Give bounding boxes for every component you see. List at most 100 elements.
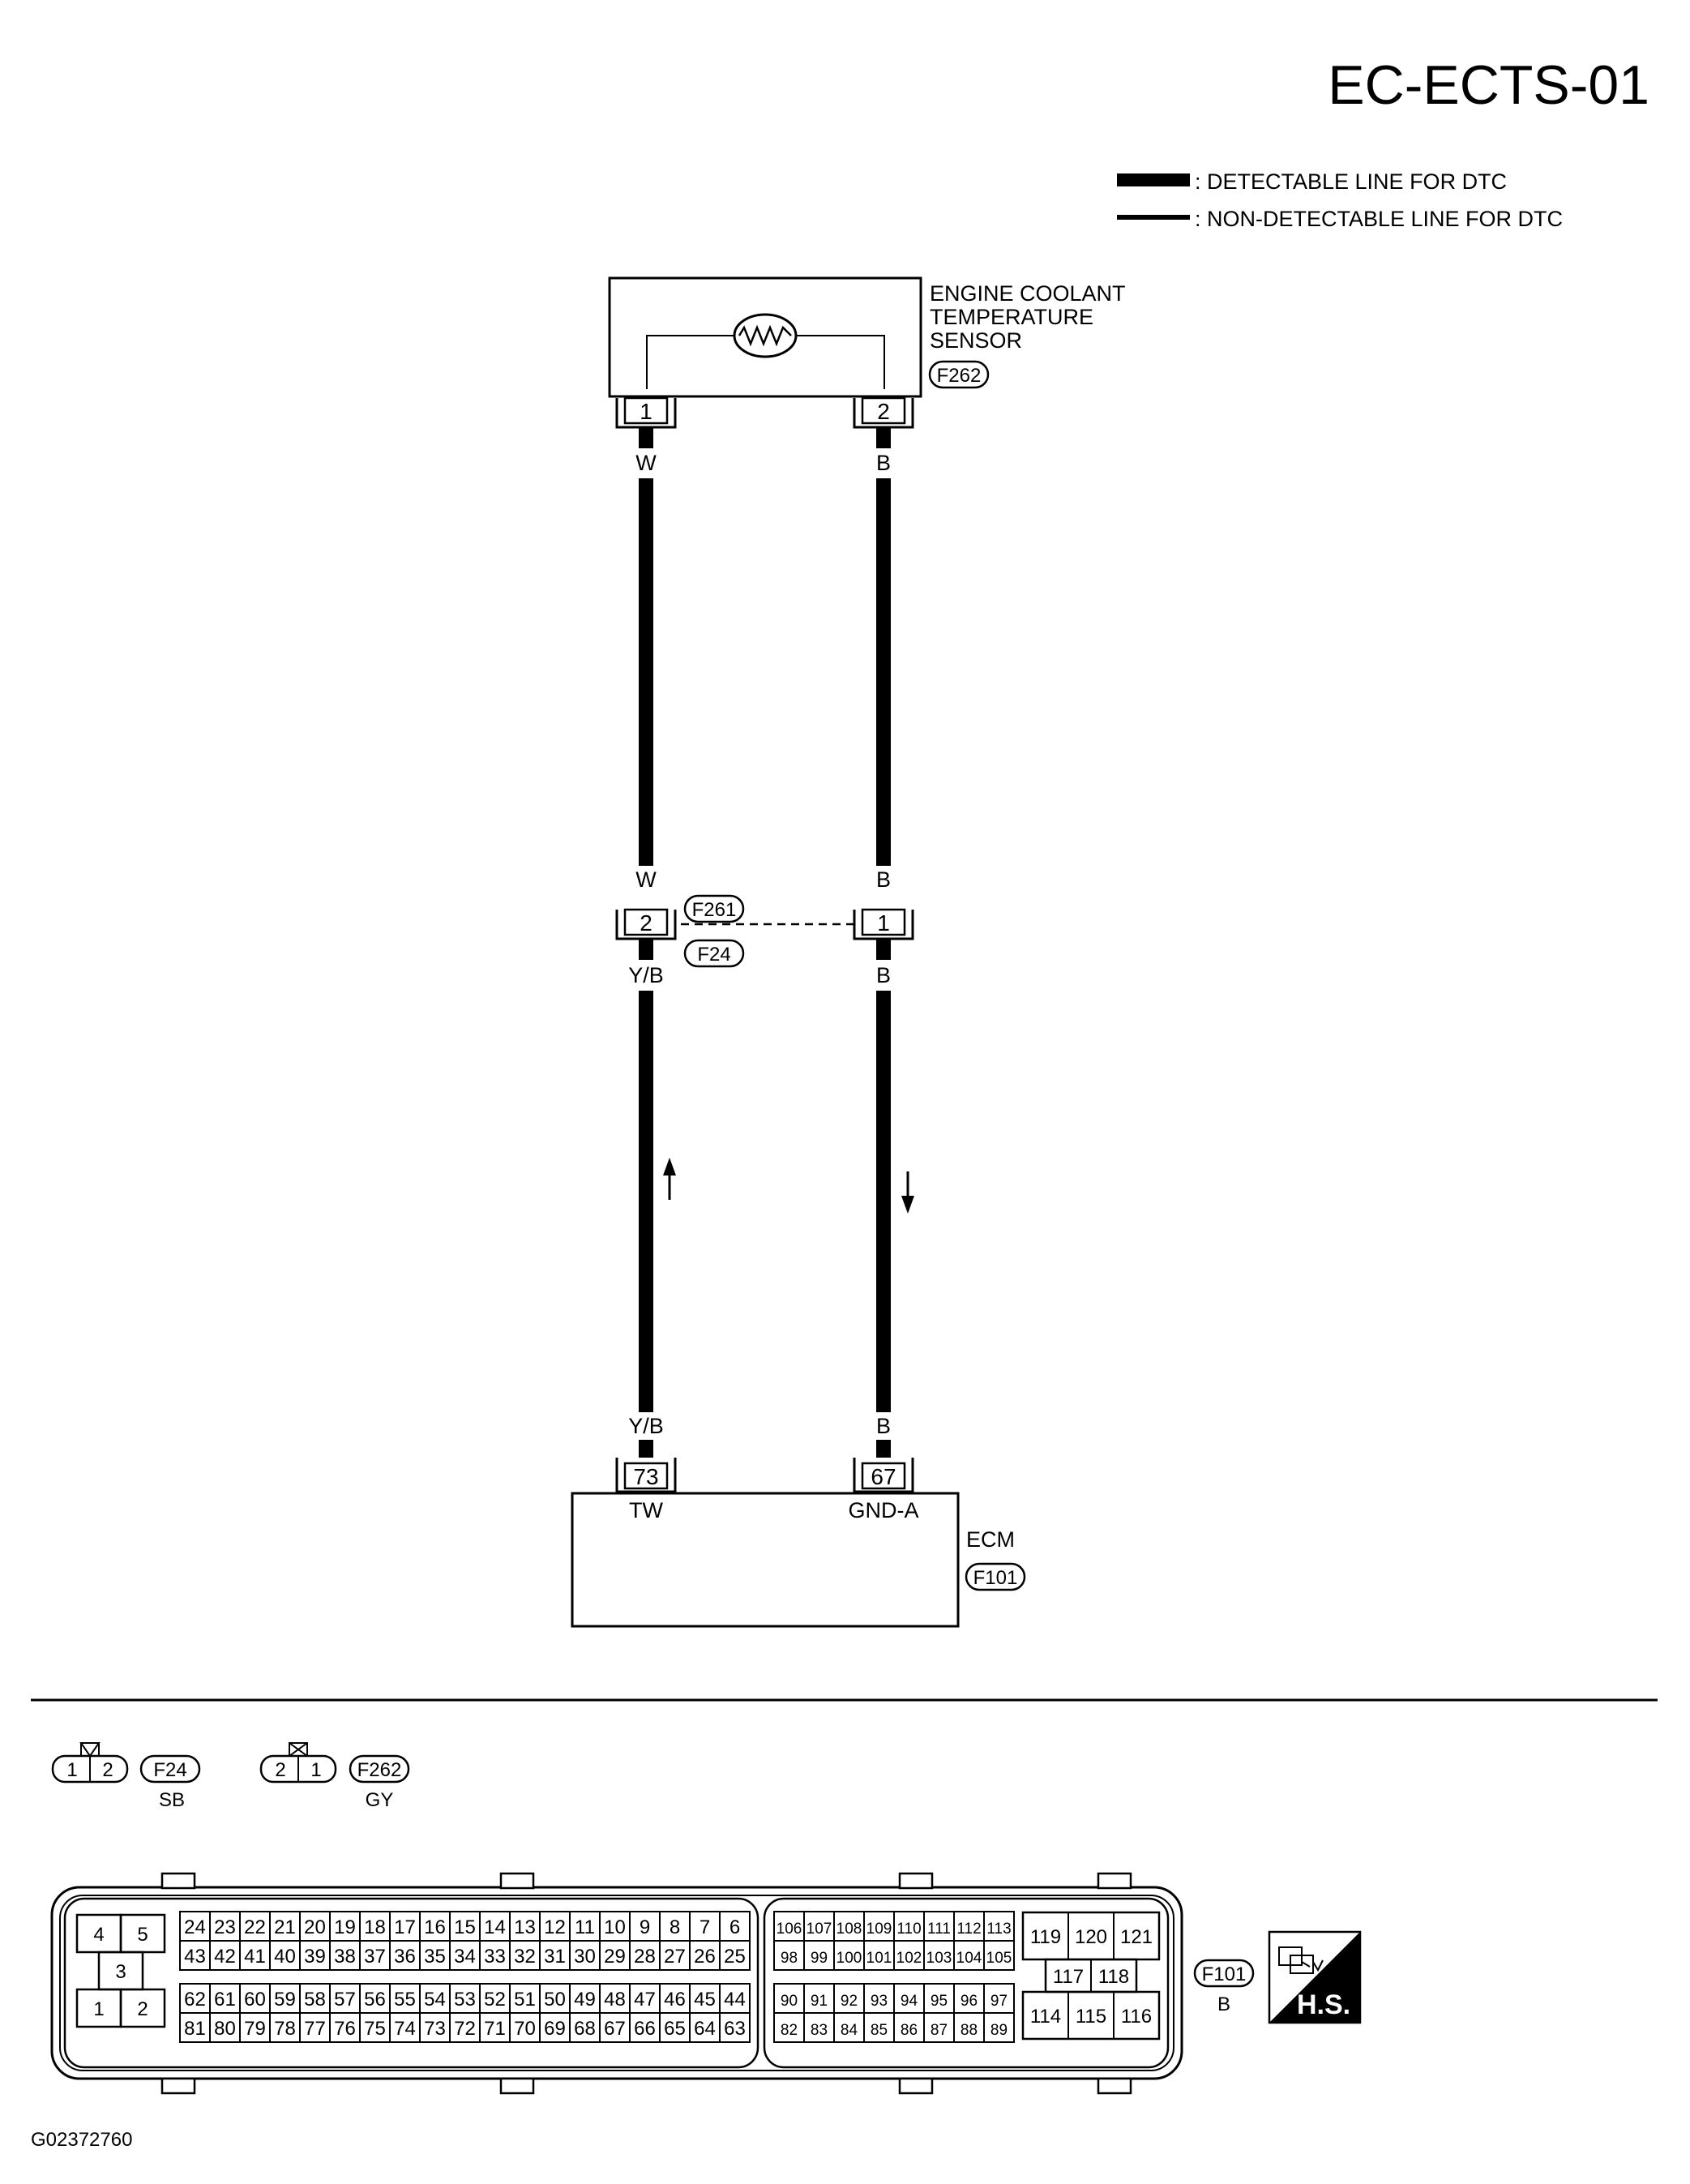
f101-pin-label: 14 <box>484 1916 506 1938</box>
legend: : DETECTABLE LINE FOR DTC : NON-DETECTAB… <box>1117 169 1563 231</box>
f101-pin-label: 47 <box>634 1989 656 2011</box>
f101-pin-label: 57 <box>334 1989 356 2011</box>
junction-connector-bottom-badge <box>683 939 745 968</box>
f101-pin-cell <box>719 2012 751 2043</box>
f101-pin-label: 48 <box>604 1989 626 2011</box>
hs-badge: H.S. <box>1268 1930 1362 2024</box>
f101-pin-label: 99 <box>811 1950 828 1967</box>
f101-pin-label: 117 <box>1053 1966 1084 1988</box>
sensor-pin-1-label: 1 <box>640 399 652 424</box>
f24-lock-icon <box>79 1742 101 1758</box>
f101-pin-label: 66 <box>634 2018 656 2040</box>
f24-color: SB <box>159 1789 185 1811</box>
f101-pin-label: 41 <box>244 1946 266 1968</box>
f101-pin-label: 68 <box>574 2018 596 2040</box>
f101-pin-label: 33 <box>484 1946 506 1968</box>
f101-pin-label: 34 <box>454 1946 476 1968</box>
f101-pin-label: 102 <box>896 1950 922 1967</box>
f101-pin-label: 1 <box>93 1998 104 2020</box>
f101-pin-label: 18 <box>364 1916 386 1938</box>
junction-upper-right-color: B <box>876 867 891 892</box>
f101-pin-label: 32 <box>514 1946 536 1968</box>
f101-pin-label: 91 <box>811 1993 828 2010</box>
f262-pin-b: 1 <box>310 1759 321 1781</box>
f101-pin-label: 94 <box>901 1993 918 2010</box>
f24-pin-b: 2 <box>102 1759 113 1781</box>
f101-pin-label: 97 <box>990 1993 1008 2010</box>
f101-color: B <box>1217 1993 1230 2015</box>
f101-pin-label: 15 <box>454 1916 476 1938</box>
f101-pin-label: 114 <box>1030 2006 1061 2028</box>
f101-pin-label: 103 <box>926 1950 952 1967</box>
f101-section-a <box>63 1897 759 2069</box>
ect-sensor: ENGINE COOLANT TEMPERATURE SENSOR F262 <box>608 276 1126 398</box>
f262-id: F262 <box>357 1759 402 1781</box>
f101-pin-label: 78 <box>274 2018 296 2040</box>
signal-down-arrow-icon <box>901 1171 914 1214</box>
f101-pin-label: 28 <box>634 1946 656 1968</box>
f101-pin-label: 105 <box>986 1950 1012 1967</box>
f262-pin-a: 2 <box>275 1759 285 1781</box>
f101-pin-cell <box>119 1988 166 2028</box>
f101-pin-label: 96 <box>961 1993 978 2010</box>
f101-pin-label: 42 <box>214 1946 236 1968</box>
f101-pin-label: 9 <box>640 1916 650 1938</box>
wire-upper-left <box>639 478 653 866</box>
f101-tab <box>898 1872 934 1890</box>
f101-pin-label: 46 <box>664 1989 686 2011</box>
sensor-name-line-2: TEMPERATURE <box>930 305 1093 329</box>
f101-pin-label: 6 <box>729 1916 740 1938</box>
wire-upper-right <box>876 478 891 866</box>
f101-section-b <box>763 1897 1170 2069</box>
f101-pin-label: 62 <box>184 1989 206 2011</box>
f101-pin-label: 20 <box>304 1916 326 1938</box>
f101-pin-label: 118 <box>1098 1966 1129 1988</box>
signal-up-arrow-icon <box>663 1158 676 1200</box>
f101-tab <box>499 2077 535 2095</box>
thermistor-zigzag <box>738 324 792 347</box>
legend-non-detectable: : NON-DETECTABLE LINE FOR DTC <box>1195 207 1563 231</box>
f101-pin-label: 39 <box>304 1946 326 1968</box>
thermistor-symbol <box>733 313 798 358</box>
f101-pin-label: 77 <box>304 2018 326 2040</box>
f101-pin-label: 100 <box>836 1950 862 1967</box>
f101-pin-label: 11 <box>575 1916 595 1938</box>
hs-badge-label: H.S. <box>1297 1989 1350 2020</box>
f262-color: GY <box>366 1789 394 1811</box>
figure-code: G02372760 <box>31 2129 132 2151</box>
f101-pin-label: 56 <box>364 1989 386 2011</box>
f101-pin-label: 115 <box>1076 2006 1106 2028</box>
f101-pin-label: 45 <box>694 1989 716 2011</box>
legend-detectable: : DETECTABLE LINE FOR DTC <box>1195 169 1507 194</box>
f101-pin-label: 71 <box>484 2018 506 2040</box>
junction-pin-left-label: 2 <box>640 910 652 936</box>
f101-pin-label: 104 <box>956 1950 982 1967</box>
f101-pin-label: 64 <box>694 2018 716 2040</box>
f101-pin-label: 69 <box>544 2018 566 2040</box>
f101-pin-label: 61 <box>214 1989 236 2011</box>
sensor-pin-2: 2 <box>853 396 914 429</box>
f101-pin-label: 19 <box>334 1916 356 1938</box>
f101-pin-label: 119 <box>1030 1926 1061 1948</box>
ecm-body <box>571 1492 960 1628</box>
f101-pin-label: 12 <box>544 1916 566 1938</box>
f101-pin-label: 79 <box>244 2018 266 2040</box>
f101-pin-label: 88 <box>961 2022 978 2039</box>
f101-pin-label: 90 <box>781 1993 798 2010</box>
f101-inner-shell <box>59 1895 1174 2071</box>
f101-pin-label: 24 <box>184 1916 206 1938</box>
f101-pin-label: 52 <box>484 1989 506 2011</box>
f101-pin-label: 50 <box>544 1989 566 2011</box>
f101-pin-label: 72 <box>454 2018 476 2040</box>
f101-tab <box>160 1872 196 1890</box>
legend-thin-line <box>1117 215 1190 220</box>
f101-pin-label: 43 <box>184 1946 206 1968</box>
junction-connector-top-id: F261 <box>692 899 737 921</box>
f101-pin-label: 59 <box>274 1989 296 2011</box>
f101-pin-label: 95 <box>931 1993 948 2010</box>
ecm-pin-left: 73 <box>615 1458 677 1493</box>
f101-pin-cell <box>1021 1990 1161 2041</box>
f101-pin-label: 92 <box>841 1993 858 2010</box>
